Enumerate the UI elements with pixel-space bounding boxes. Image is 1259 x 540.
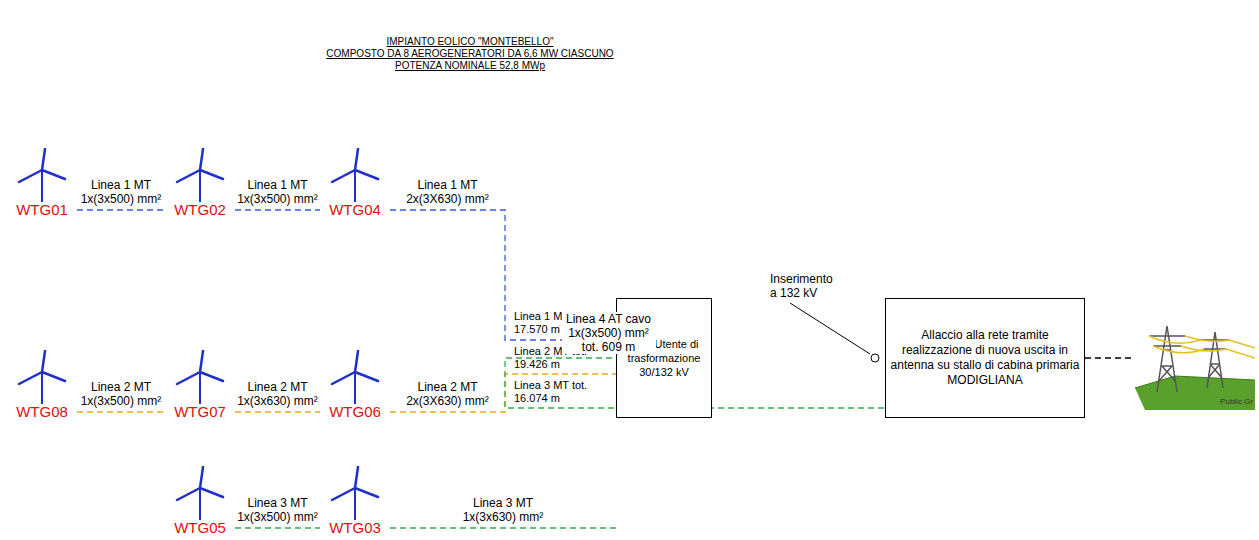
- turbine-id: WTG05: [165, 520, 235, 536]
- cable-spec: Linea 2 MT 2x(3X630) mm²: [401, 380, 495, 408]
- cable-spec: Linea 1 MT 1x(3x500) mm²: [231, 178, 325, 206]
- cable-spec: Linea 3 MT 1x(3x630) mm²: [456, 496, 550, 524]
- cable-line: [1085, 357, 1135, 358]
- wind-turbine: WTG08: [7, 350, 77, 420]
- wind-turbine: WTG05: [165, 466, 235, 536]
- process-box: Allaccio alla rete tramite realizzazione…: [885, 298, 1085, 418]
- cable-spec: Linea 2 MT 1x(3x500) mm²: [74, 380, 168, 408]
- turbine-id: WTG06: [320, 404, 390, 420]
- wind-turbine: WTG07: [165, 350, 235, 420]
- turbine-id: WTG02: [165, 202, 235, 218]
- cable-line: [235, 411, 320, 412]
- cable-spec: Linea 4 AT cavo 1x(3x500) mm² tot. 609 m: [562, 312, 656, 354]
- wind-turbine: WTG02: [165, 148, 235, 218]
- cable-line: [390, 527, 616, 528]
- turbine-id: WTG03: [320, 520, 390, 536]
- cable-spec: Linea 3 MT 1x(3x500) mm²: [231, 496, 325, 524]
- turbine-id: WTG07: [165, 404, 235, 420]
- cable-line: [390, 374, 616, 412]
- wind-turbine: WTG04: [320, 148, 390, 218]
- cable-line: [77, 209, 165, 210]
- diagram-title: IMPIANTO EOLICO "MONTEBELLO": [270, 36, 670, 48]
- callout-note: Inserimento a 132 kV: [770, 272, 840, 300]
- cable-line: [235, 527, 320, 528]
- grid-caption: Public Gr: [1220, 397, 1253, 406]
- wind-turbine: WTG01: [7, 148, 77, 218]
- cable-line: [235, 209, 320, 210]
- title-line: COMPOSTO DA 8 AEROGENERATORI DA 6,6 MW C…: [270, 48, 670, 60]
- leader-line: [790, 303, 870, 354]
- box-text: Allaccio alla rete tramite realizzazione…: [890, 328, 1080, 388]
- turbine-id: WTG08: [7, 404, 77, 420]
- wind-turbine: WTG03: [320, 466, 390, 536]
- public-grid-icon: Public Gr: [1135, 318, 1255, 410]
- junction-dot: [871, 354, 879, 362]
- cable-spec: Linea 1 MT 2x(3X630) mm²: [401, 178, 495, 206]
- turbine-id: WTG01: [7, 202, 77, 218]
- cable-spec: Linea 1 MT 1x(3x500) mm²: [74, 178, 168, 206]
- wind-turbine: WTG06: [320, 350, 390, 420]
- turbine-id: WTG04: [320, 202, 390, 218]
- cable-spec: Linea 2 MT 1x(3x630) mm²: [231, 380, 325, 408]
- cable-line: [77, 411, 165, 412]
- title-line: POTENZA NOMINALE 52,8 MWp: [270, 60, 670, 72]
- line-total: Linea 3 MT tot. 16.074 m: [514, 379, 606, 405]
